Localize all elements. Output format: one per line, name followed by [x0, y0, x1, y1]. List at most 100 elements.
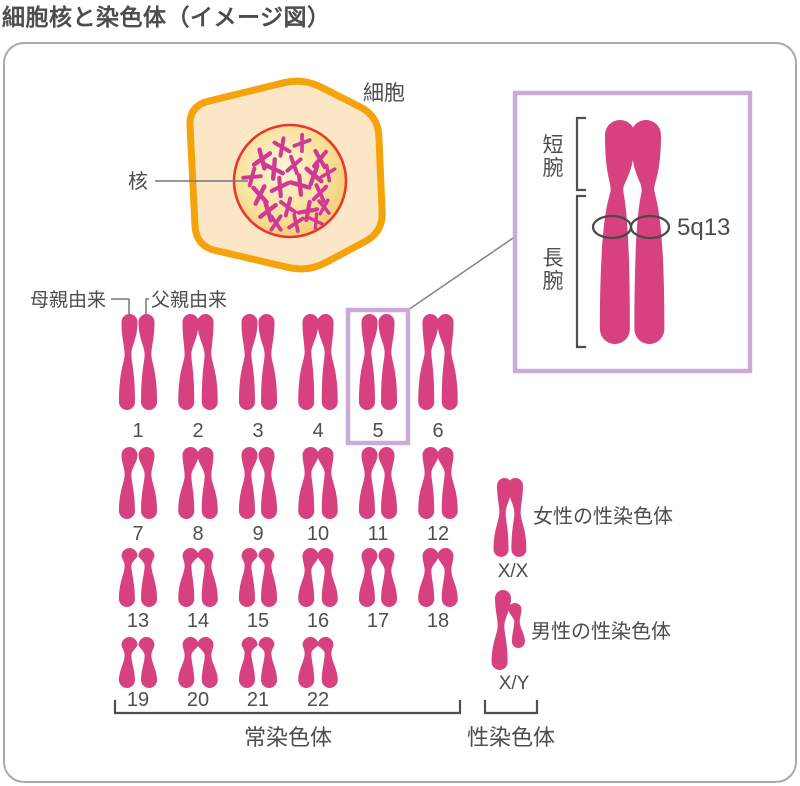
chromatid [418, 314, 439, 410]
chromatid [118, 314, 138, 410]
chromatid [238, 548, 258, 607]
chromatid [437, 314, 458, 410]
sex-chromosome-shapes [491, 478, 527, 670]
mini-chromosome [272, 136, 292, 158]
female-sex-label: 女性の性染色体 [533, 505, 673, 528]
mini-chromosome [263, 157, 285, 181]
pair-number: 5 [372, 420, 383, 442]
chromosome-pair-9: 9 [238, 447, 278, 545]
chromatid [138, 548, 158, 607]
pair-number: 14 [187, 610, 209, 632]
chromosome-pair-6: 6 [418, 314, 458, 442]
mini-chromosome [304, 163, 324, 187]
pair-number: 22 [307, 689, 329, 711]
chromosome-pair-11: 11 [358, 447, 398, 545]
short-arm-bracket [575, 116, 587, 192]
pair-number: 15 [247, 610, 269, 632]
chromatid [317, 637, 338, 688]
chromatid [178, 314, 199, 410]
mini-chromosome [285, 154, 303, 176]
chromosome-pair-2: 2 [178, 314, 218, 442]
mini-chromosome [312, 148, 328, 170]
locus-ellipse-right [629, 214, 671, 240]
mini-chromosome [278, 196, 298, 218]
chromosome-pair-10: 10 [298, 447, 338, 545]
chromatid [378, 314, 398, 410]
chromatid [258, 447, 278, 519]
chromatid [317, 447, 338, 519]
female-pair-label: X/X [498, 561, 529, 582]
chromosome-pair-13: 13 [118, 548, 158, 632]
chromatid [437, 447, 458, 519]
chromosome5-highlight-box [345, 307, 411, 446]
mini-chromosome [307, 212, 325, 230]
chromatid [298, 548, 319, 607]
chromatid [138, 314, 158, 410]
chromosome5-inset: 短腕 長腕 5q13 [407, 90, 753, 374]
chromatid [599, 120, 635, 344]
pair-number: 11 [368, 523, 389, 545]
chromatid [358, 447, 378, 519]
pair-number: 18 [427, 610, 449, 632]
paternal-pointer-line [145, 298, 149, 314]
chromosome-pair-20: 20 [178, 637, 218, 711]
chromatid [118, 447, 138, 519]
long-arm-label: 長腕 [543, 247, 564, 293]
chromosome-pair-18: 18 [418, 548, 458, 632]
chromatid [437, 548, 458, 607]
pair-number: 16 [307, 610, 329, 632]
chromatid [418, 548, 439, 607]
mini-chromosome [258, 199, 278, 223]
mini-chromosome [296, 199, 320, 223]
long-arm-bracket [575, 194, 587, 349]
pair-number: 1 [132, 420, 143, 442]
mini-chromosome [292, 132, 312, 154]
pair-number: 17 [367, 610, 389, 632]
cell-label: 細胞 [363, 82, 405, 105]
mini-chromosome [319, 163, 337, 183]
chromatid [358, 548, 378, 607]
pair-number: 19 [127, 689, 149, 711]
chromatid [197, 447, 218, 519]
nucleus-chromosomes [241, 132, 337, 233]
chromosome-pair-19: 19 [118, 637, 158, 711]
inset-chromosome-pair [599, 120, 665, 344]
pair-number: 8 [192, 523, 203, 545]
sex-group-label: 性染色体 [467, 725, 555, 750]
mini-chromosome [269, 214, 283, 232]
chromatid [298, 314, 319, 410]
chromatid [238, 637, 258, 688]
chromatid [508, 478, 527, 557]
sex-bracket [483, 699, 539, 715]
pair-number: 12 [427, 523, 449, 545]
male-sex-label: 男性の性染色体 [531, 620, 671, 643]
chromatid [258, 637, 278, 688]
chromatid [138, 447, 158, 519]
pair-number: 2 [192, 420, 203, 442]
mini-chromosome [288, 173, 312, 197]
chromosome-pair-8: 8 [178, 447, 218, 545]
group-brackets: 常染色体 性染色体 [113, 699, 555, 750]
maternal-label: 母親由来 [30, 289, 106, 311]
pair-number: 6 [432, 420, 443, 442]
inset-connector-line [407, 235, 517, 311]
chromatid [378, 447, 398, 519]
autosome-bracket [113, 699, 462, 715]
chromatid [298, 637, 319, 688]
chromosome-pair-12: 12 [418, 447, 458, 545]
mini-chromosome [241, 166, 263, 188]
chromatid [418, 447, 439, 519]
chromatid [178, 637, 199, 688]
chromatid [491, 590, 511, 670]
pair-number: 21 [247, 689, 269, 711]
chromosome-pair-7: 7 [118, 447, 158, 545]
mini-chromosome [269, 175, 291, 199]
pair-number: 4 [312, 420, 323, 442]
chromatid [197, 548, 218, 607]
chromatid [258, 548, 278, 607]
chromosome-pair-22: 22 [298, 637, 338, 711]
chromatid [378, 548, 398, 607]
chromosome-pair-21: 21 [238, 637, 278, 711]
chromatid [631, 120, 665, 344]
